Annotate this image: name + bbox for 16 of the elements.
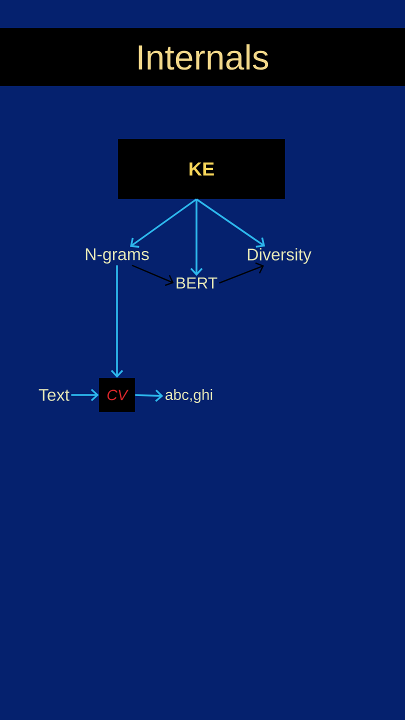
arrow	[110, 265, 124, 378]
title-bar: Internals	[0, 28, 405, 86]
process-box: CV	[99, 378, 135, 412]
arrow	[219, 262, 264, 284]
node-text: BERT	[176, 278, 218, 288]
arrow	[135, 390, 164, 402]
arrow	[196, 198, 266, 248]
input-text: Text	[38, 389, 70, 401]
arrow	[71, 388, 99, 402]
arrow	[132, 264, 174, 286]
node-text: N-grams	[86, 248, 149, 264]
node-text: Diversity	[248, 248, 312, 264]
process-box: KE	[118, 139, 285, 199]
output-text: abc,ghi	[166, 389, 212, 403]
arrow	[190, 199, 203, 276]
arrow	[130, 198, 198, 248]
